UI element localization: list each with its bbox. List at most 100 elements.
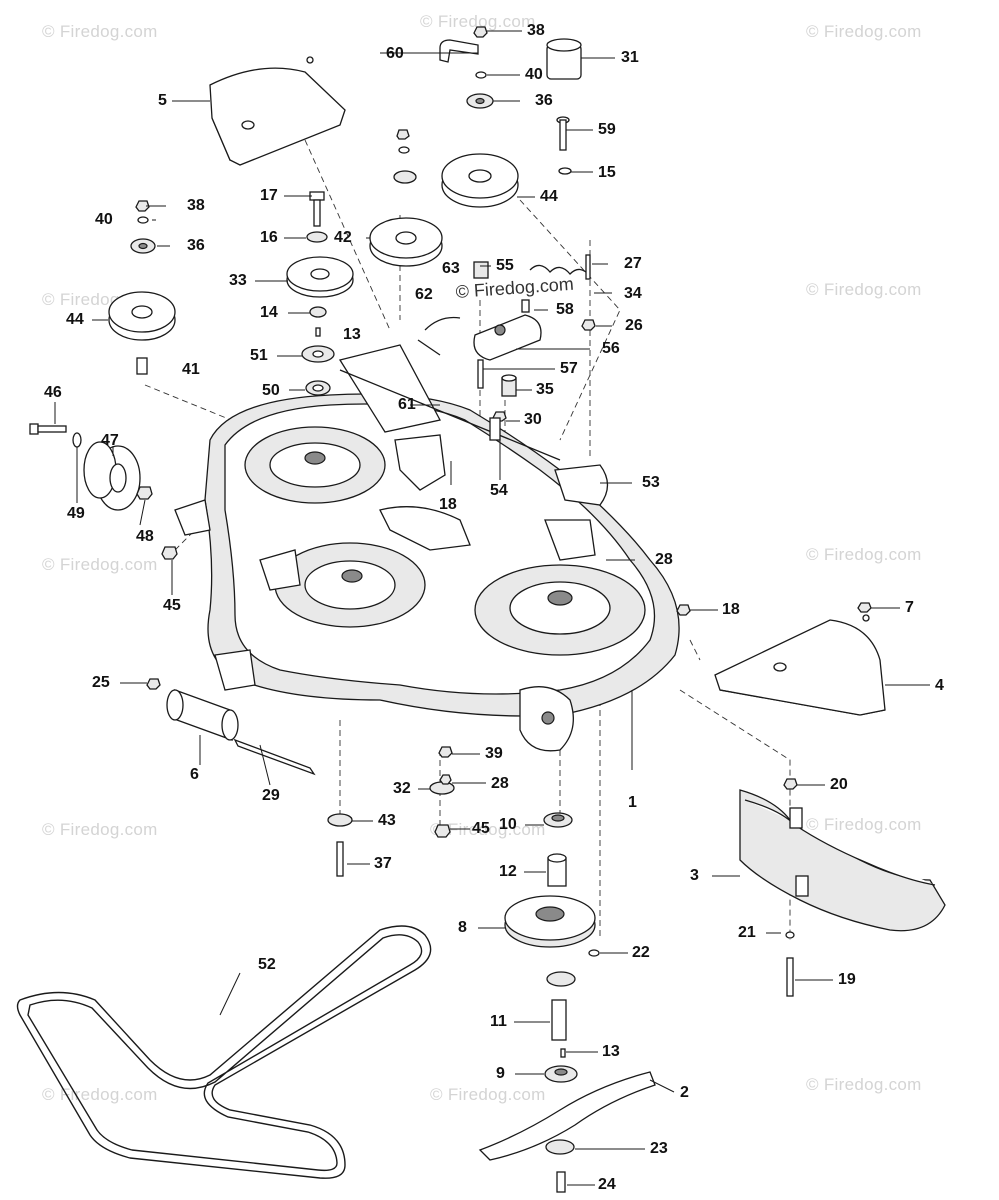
nut-38-upper	[473, 26, 488, 38]
spring-34	[529, 264, 591, 277]
watermark: © Firedog.com	[42, 1085, 158, 1104]
nut-25	[146, 678, 161, 690]
washer-15	[558, 167, 572, 175]
watermark: © Firedog.com	[430, 1085, 546, 1104]
callout-53: 53	[642, 474, 660, 491]
callout-37: 37	[374, 855, 392, 872]
bumper-31	[546, 38, 582, 80]
callout-30: 30	[524, 411, 542, 428]
watermark: © Firedog.com	[42, 555, 158, 574]
spacer-12	[547, 853, 567, 887]
watermark: © Firedog.com	[806, 22, 922, 41]
callout-58: 58	[556, 301, 574, 318]
callout-59: 59	[598, 121, 616, 138]
callout-44: 44	[540, 188, 558, 205]
blade-2	[478, 1071, 656, 1161]
washer-16	[306, 231, 328, 243]
watermark: © Firedog.com	[806, 1075, 922, 1094]
callout-13: 13	[602, 1043, 620, 1060]
baffle-3	[739, 789, 946, 932]
callout-57: 57	[560, 360, 578, 377]
callout-2: 2	[680, 1084, 689, 1101]
callout-21: 21	[738, 924, 756, 941]
bolt-37	[336, 841, 344, 877]
callout-40: 40	[525, 66, 543, 83]
callout-51: 51	[250, 347, 268, 364]
washer-43	[327, 813, 353, 827]
callout-12: 12	[499, 863, 517, 880]
callout-25: 25	[92, 674, 110, 691]
callout-45: 45	[163, 597, 181, 614]
callout-31: 31	[621, 49, 639, 66]
callout-55: 55	[496, 257, 514, 274]
alignment-line	[519, 199, 621, 441]
nut-7	[857, 602, 872, 613]
alignment-line	[304, 139, 391, 331]
right-belt-cover	[714, 614, 886, 716]
callout-9: 9	[496, 1065, 505, 1082]
callout-5: 5	[158, 92, 167, 109]
idler-pulley-44-upper	[441, 153, 519, 208]
callout-4: 4	[935, 677, 944, 694]
flat-washer-36-left	[130, 238, 156, 254]
callout-63: 63	[442, 260, 460, 277]
nut-45-lower	[434, 824, 451, 838]
watermark: © Firedog.com	[806, 815, 922, 834]
spring-62	[417, 339, 441, 356]
nut-28-lower	[439, 774, 452, 785]
nut-18-right	[676, 604, 691, 616]
callout-40: 40	[95, 211, 113, 228]
callout-50: 50	[262, 382, 280, 399]
callout-3: 3	[690, 867, 699, 884]
nut-26	[581, 319, 596, 331]
callout-48: 48	[136, 528, 154, 545]
watermark: © Firedog.com	[42, 820, 158, 839]
nut-48	[136, 486, 153, 500]
callout-27: 27	[624, 255, 642, 272]
mower-deck	[174, 393, 680, 752]
callout-23: 23	[650, 1140, 668, 1157]
callout-19: 19	[838, 971, 856, 988]
callout-1: 1	[628, 794, 637, 811]
hairpin-63	[424, 316, 461, 331]
callout-33: 33	[229, 272, 247, 289]
drive-pulley-33	[286, 256, 354, 298]
key-13-upper	[315, 327, 321, 337]
callout-46: 46	[44, 384, 62, 401]
nut-38-left	[135, 200, 150, 212]
callout-28: 28	[655, 551, 673, 568]
callout-49: 49	[67, 505, 85, 522]
idler-pulley-44-left	[108, 291, 176, 375]
pin-27	[585, 254, 591, 280]
watermark: © Firedog.com	[806, 280, 922, 299]
callout-62: 62	[415, 286, 433, 303]
callout-47: 47	[101, 432, 119, 449]
callout-8: 8	[458, 919, 467, 936]
bearing-10	[543, 812, 573, 828]
washer-49	[72, 432, 82, 448]
roller-6	[166, 689, 239, 741]
bolt-17	[309, 191, 325, 227]
watermark: © Firedog.com	[420, 12, 536, 31]
nut-45-left	[161, 546, 178, 560]
wheel-47	[83, 441, 141, 511]
callout-52: 52	[258, 956, 276, 973]
washer-50	[305, 380, 331, 396]
callout-22: 22	[632, 944, 650, 961]
shaft-11	[551, 999, 567, 1041]
washer-40-left	[137, 216, 149, 224]
nut-58	[521, 299, 530, 313]
callout-56: 56	[602, 340, 620, 357]
bearing-lower	[546, 971, 576, 987]
callout-29: 29	[262, 787, 280, 804]
bushing-35	[501, 374, 517, 397]
watermark: © Firedog.com	[42, 22, 158, 41]
drive-belt-52	[16, 925, 432, 1179]
washer-32	[429, 781, 455, 795]
callout-60: 60	[386, 45, 404, 62]
callout-36: 36	[535, 92, 553, 109]
rod-54	[339, 369, 561, 461]
washer-stack-upper	[393, 129, 417, 184]
